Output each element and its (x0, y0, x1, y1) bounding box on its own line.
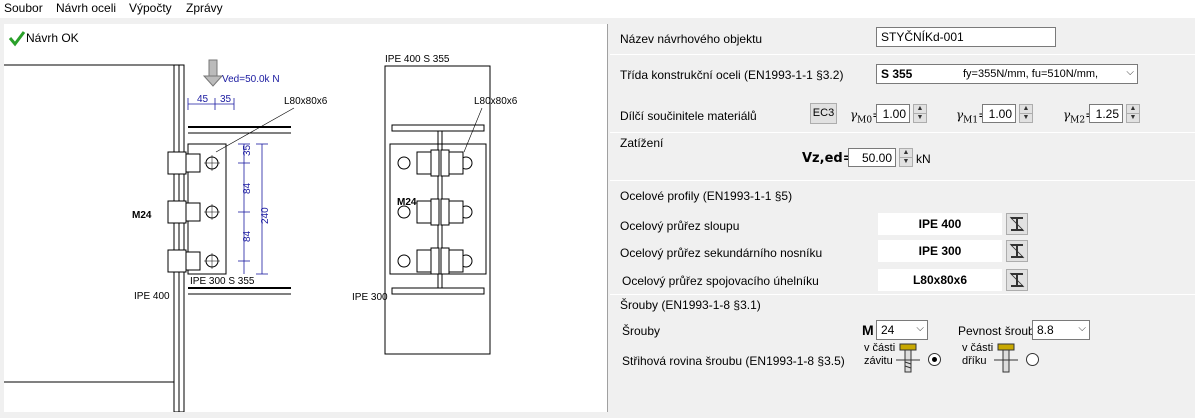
column-label-top: IPE 400 S 355 (385, 54, 450, 65)
bolt-shank-icon (994, 343, 1018, 373)
load-arrow-icon (202, 59, 224, 87)
profiles-section-label: Ocelové profily (EN1993-1-1 §5) (620, 189, 793, 203)
gamma-m0-input[interactable]: 1.00 (876, 104, 910, 123)
dim-240: 240 (260, 207, 271, 224)
bolt-size-value: 24 (881, 323, 895, 337)
thread-option-line2: závitu (864, 355, 893, 367)
gamma-m2-spinner[interactable]: ▲▼ (1126, 104, 1140, 123)
i-beam-icon (1009, 243, 1025, 259)
bolt-row-1 (167, 151, 220, 175)
bolt-label-left: M24 (132, 210, 152, 221)
column-profile-label: Ocelový průřez sloupu (620, 219, 740, 233)
gamma-m1-spinner[interactable]: ▲▼ (1019, 104, 1033, 123)
shank-option-line1: v části (962, 342, 994, 354)
right-bolts (397, 149, 473, 275)
bolt-size-select[interactable]: 24 ⌵ (876, 320, 928, 340)
vz-spinner[interactable]: ▲▼ (899, 148, 913, 167)
dim-35-vertical: 35 (242, 144, 253, 156)
object-name-input[interactable]: STYČNÍKd-001 (876, 27, 1056, 47)
load-label: Ved=50.0k N (222, 74, 280, 85)
shank-radio[interactable] (1026, 353, 1039, 366)
gamma-m1-input[interactable]: 1.00 (982, 104, 1016, 123)
menu-zpravy[interactable]: Zprávy (186, 1, 223, 15)
steel-grade: S 355 (881, 67, 913, 81)
column-profile-button[interactable] (1006, 213, 1028, 235)
menu-vypocty[interactable]: Výpočty (129, 1, 172, 15)
bolt-thread-icon (896, 343, 920, 373)
ec3-button[interactable]: EC3 (810, 103, 837, 124)
beam-label-right: IPE 300 (352, 292, 388, 303)
partial-factors-label: Dílčí součinitele materiálů (620, 109, 757, 123)
bolt-label-right: M24 (397, 197, 417, 208)
vz-unit: kN (916, 152, 931, 166)
steel-props: fy=355N/mm, fu=510N/mm, (963, 68, 1099, 80)
thread-radio[interactable] (928, 353, 941, 366)
dim-45: 45 (197, 94, 209, 105)
vz-label: Vz,ed= (802, 151, 854, 166)
beam-profile-value: IPE 300 (878, 240, 1002, 262)
beam-profile-label: Ocelový průřez sekundárního nosníku (620, 246, 823, 260)
bolt-strength-select[interactable]: 8.8 ⌵ (1032, 320, 1090, 340)
form-pane: Název návrhového objektu STYČNÍKd-001 Tř… (610, 24, 1195, 418)
beam-profile-button[interactable] (1006, 240, 1028, 262)
chevron-down-icon: ⌵ (1126, 67, 1134, 78)
gamma-m2-input[interactable]: 1.25 (1089, 104, 1123, 123)
object-name-label: Název návrhového objektu (620, 32, 763, 46)
menu-soubor[interactable]: Soubor (4, 1, 43, 15)
bolt-row-2 (167, 200, 220, 224)
check-icon (8, 31, 26, 47)
i-beam-icon (1009, 216, 1025, 232)
dim-35-top: 35 (220, 94, 232, 105)
load-section-label: Zatížení (620, 136, 664, 150)
beam-label-left: IPE 300 S 355 (190, 276, 255, 287)
shear-plane-label: Střihová rovina šroubu (EN1993-1-8 §3.5) (622, 354, 845, 368)
bolt-strength-value: 8.8 (1037, 323, 1054, 337)
column-profile-value: IPE 400 (878, 213, 1002, 235)
vz-input[interactable]: 50.00 (848, 148, 896, 167)
drawing-pane: Návrh OK (4, 24, 608, 412)
thread-option-line1: v části (864, 342, 896, 354)
connection-drawing: Návrh OK (4, 31, 518, 412)
steel-class-select[interactable]: S 355 fy=355N/mm, fu=510N/mm, ⌵ (876, 64, 1138, 84)
shank-option-line2: dříku (962, 355, 987, 367)
angle-label-right: L80x80x6 (474, 96, 518, 107)
angle-profile-value: L80x80x6 (878, 269, 1002, 291)
steel-class-label: Třída konstrukční oceli (EN1993-1-1 §3.2… (620, 68, 844, 82)
dim-84-b: 84 (242, 230, 253, 242)
chevron-down-icon: ⌵ (916, 323, 924, 334)
angle-profile-button[interactable] (1006, 269, 1028, 291)
dim-84-a: 84 (242, 182, 253, 194)
i-beam-icon (1009, 272, 1025, 288)
menu-bar: Soubor Návrh oceli Výpočty Zprávy (0, 0, 1195, 18)
angle-profile-label: Ocelový průřez spojovacího úhelníku (622, 274, 819, 288)
bolts-label: Šrouby (622, 324, 661, 338)
bolt-prefix: M (862, 322, 874, 338)
column-label-left: IPE 400 (134, 291, 170, 302)
angle-label-left: L80x80x6 (284, 96, 328, 107)
chevron-down-icon: ⌵ (1078, 323, 1086, 334)
bolt-row-3 (167, 249, 220, 273)
menu-navrh-oceli[interactable]: Návrh oceli (56, 1, 117, 15)
bolt-strength-label: Pevnost šroubu (958, 324, 1042, 338)
gamma-m0-spinner[interactable]: ▲▼ (913, 104, 927, 123)
bolts-section-label: Šrouby (EN1993-1-8 §3.1) (620, 298, 761, 312)
status-text: Návrh OK (26, 31, 79, 45)
